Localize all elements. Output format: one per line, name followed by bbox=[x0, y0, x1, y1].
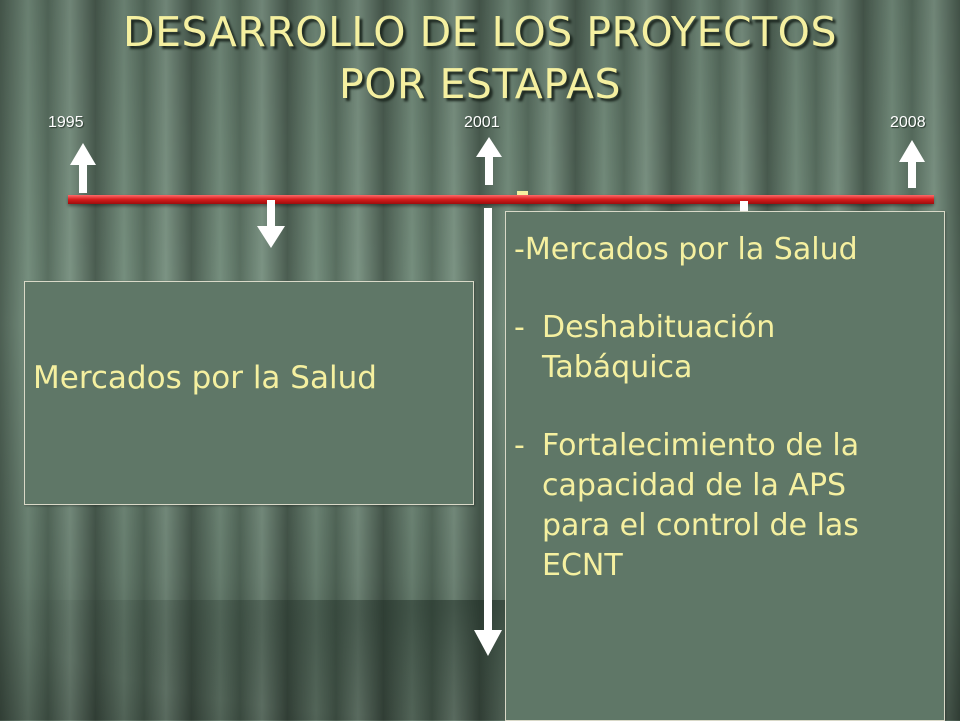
list-item: - Fortalecimiento de la capacidad de la … bbox=[514, 426, 954, 586]
list-item: - Deshabituación Tabáquica bbox=[514, 308, 954, 388]
list-item-prefix: - bbox=[514, 310, 525, 345]
stage-1-label: Mercados por la Salud bbox=[33, 360, 377, 396]
list-item-line: para el control de las bbox=[542, 508, 859, 543]
list-item-prefix: - bbox=[514, 428, 525, 463]
list-item-text: Mercados por la Salud bbox=[524, 232, 858, 267]
stage-box-2 bbox=[505, 211, 945, 721]
timeline-tick bbox=[740, 201, 748, 213]
title-line-1: DESARROLLO DE LOS PROYECTOS bbox=[123, 8, 837, 56]
stage-2-list: -Mercados por la Salud - Deshabituación … bbox=[514, 230, 954, 624]
list-item-prefix: - bbox=[514, 232, 525, 267]
down-arrow-icon bbox=[257, 200, 285, 248]
up-arrow-icon bbox=[899, 140, 925, 188]
list-item-line: ECNT bbox=[542, 548, 623, 583]
title-line-2: POR ESTAPAS bbox=[338, 60, 622, 108]
year-label-2001: 2001 bbox=[464, 114, 500, 131]
down-arrow-icon bbox=[474, 208, 502, 656]
stage-box-1 bbox=[24, 281, 474, 505]
list-item: -Mercados por la Salud bbox=[514, 230, 954, 270]
up-arrow-icon bbox=[70, 143, 96, 193]
list-item-line: Deshabituación bbox=[542, 310, 776, 345]
year-label-2008: 2008 bbox=[890, 114, 926, 131]
year-label-1995: 1995 bbox=[48, 114, 84, 131]
list-item-line: capacidad de la APS bbox=[542, 468, 847, 503]
stray-dash bbox=[517, 191, 528, 195]
up-arrow-icon bbox=[476, 137, 502, 185]
list-item-line: Tabáquica bbox=[542, 350, 693, 385]
slide-title: DESARROLLO DE LOS PROYECTOS POR ESTAPAS bbox=[0, 6, 960, 110]
list-item-line: Fortalecimiento de la bbox=[542, 428, 860, 463]
timeline-bar bbox=[68, 195, 934, 204]
